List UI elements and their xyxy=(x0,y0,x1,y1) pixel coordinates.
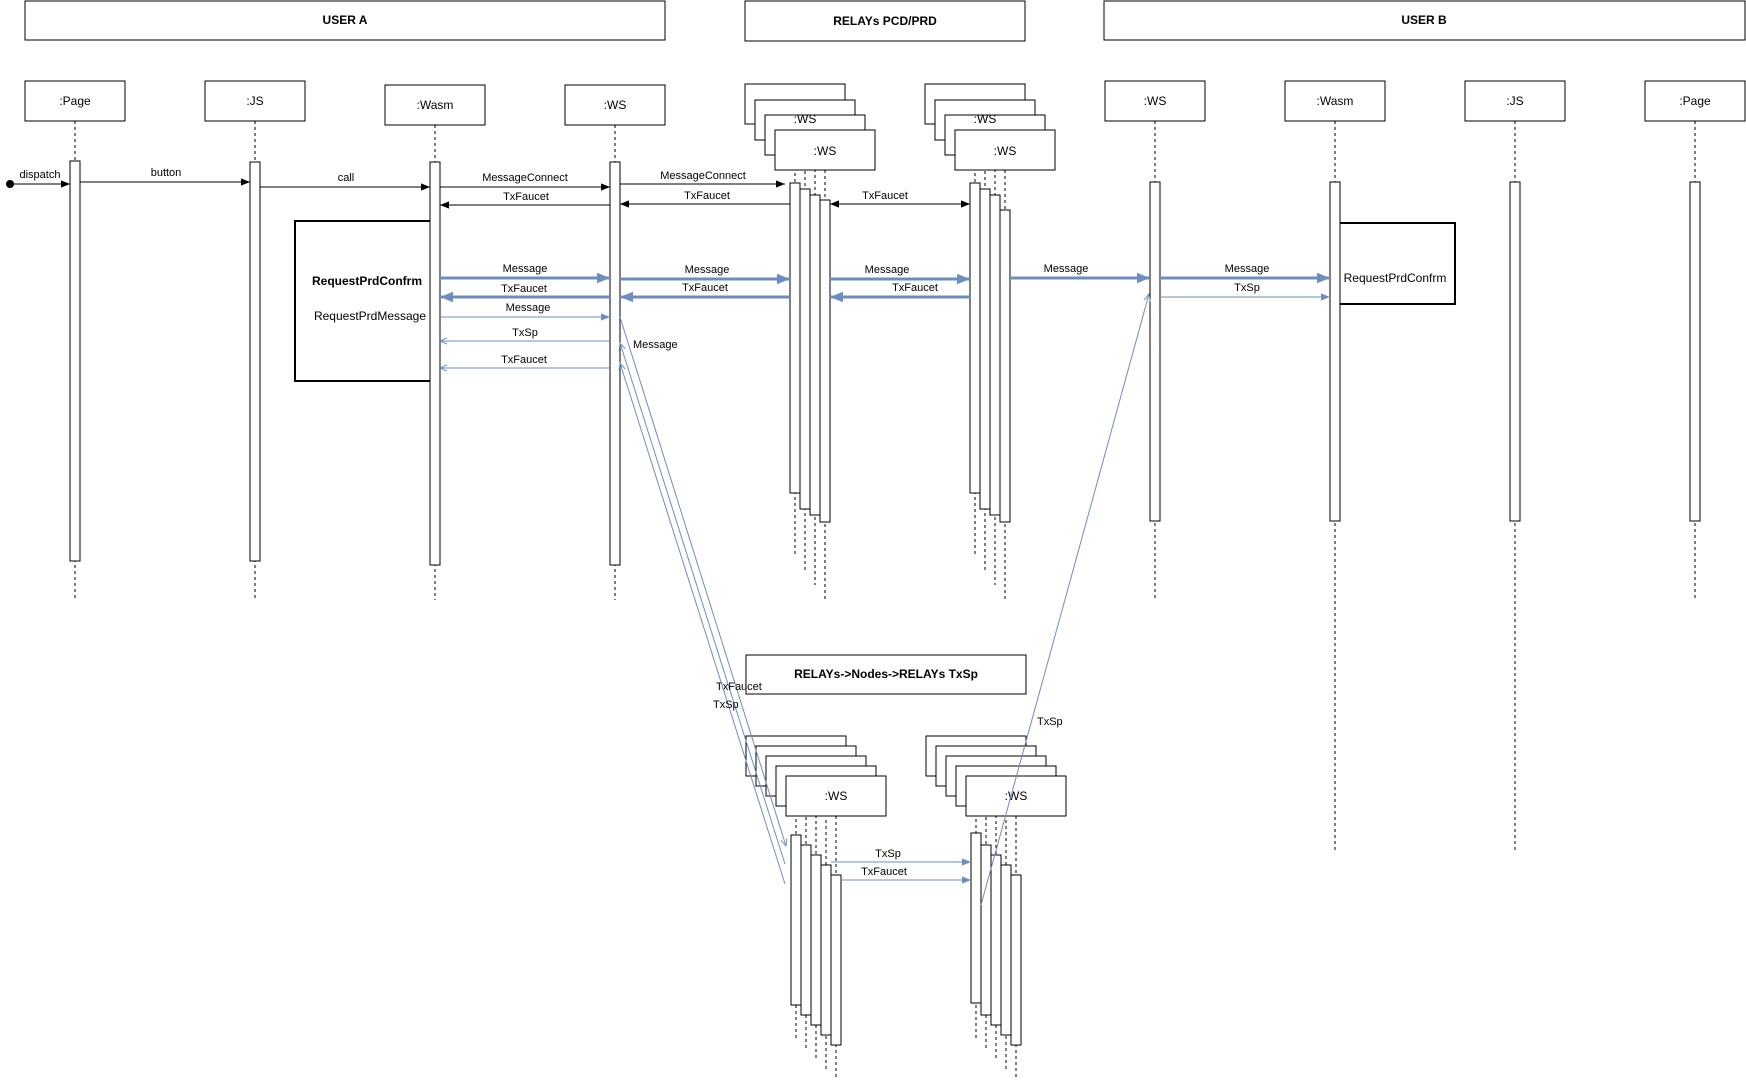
relay2-partial-label: :WS xyxy=(974,112,997,126)
msg-message-4-label: Message xyxy=(1044,263,1089,275)
msg-txfaucet-6: TxFaucet xyxy=(830,282,970,303)
msg-txfaucet-7: TxFaucet xyxy=(440,354,610,368)
msg-txfaucet-1-label: TxFaucet xyxy=(503,191,549,203)
msg-txfaucet-2-label: TxFaucet xyxy=(684,190,730,202)
msg-button: button xyxy=(80,167,250,186)
msg-message-diag: Message xyxy=(619,316,786,846)
participant-b-wasm: :Wasm xyxy=(1284,80,1386,122)
participant-a-js: :JS xyxy=(204,80,306,122)
msg-txsp-diag-label: TxSp xyxy=(713,699,739,711)
msg-message-6-label: Message xyxy=(506,302,551,314)
msg-message-5: Message xyxy=(1160,263,1330,284)
msg-txfaucet-3-label: TxFaucet xyxy=(862,190,908,202)
msg-txfaucet-4-label: TxFaucet xyxy=(501,283,547,295)
participant-a-wasm-label: :Wasm xyxy=(417,98,454,112)
msg-txfaucet-diag: TxFaucet xyxy=(620,343,786,865)
group-relays: RELAYs PCD/PRD xyxy=(744,0,1026,42)
msg-txsp-a-label: TxSp xyxy=(512,327,538,339)
msg-txsp-up-label: TxSp xyxy=(1037,716,1063,728)
msg-txfaucet-1: TxFaucet xyxy=(440,191,610,209)
msg-message-connect-2-label: MessageConnect xyxy=(660,170,746,182)
group-user-a-label: USER A xyxy=(323,13,368,27)
group-user-b-label: USER B xyxy=(1401,13,1447,27)
msg-txfaucet-4: TxFaucet xyxy=(440,283,610,303)
msg-message-connect-2: MessageConnect xyxy=(620,170,785,188)
participant-a-page: :Page xyxy=(24,80,126,122)
participant-a-wasm: :Wasm xyxy=(384,84,486,126)
msg-txfaucet-5-label: TxFaucet xyxy=(682,282,728,294)
msg-txsp-b-label: TxSp xyxy=(1234,282,1260,294)
msg-txfaucet-3: TxFaucet xyxy=(830,190,970,208)
msg-dispatch-label: dispatch xyxy=(20,169,61,181)
note-request-prd-message: RequestPrdMessage xyxy=(314,309,426,323)
participant-node2-label: :WS xyxy=(1005,789,1028,803)
participant-relay2-stack: :WS :WS xyxy=(924,83,1056,171)
group-nodes-label: RELAYs->Nodes->RELAYs TxSp xyxy=(794,667,978,681)
msg-message-3-label: Message xyxy=(865,264,910,276)
participant-node1-label: :WS xyxy=(825,789,848,803)
msg-message-3: Message xyxy=(830,264,970,285)
msg-message-2-label: Message xyxy=(685,264,730,276)
participant-node1-stack: :WS xyxy=(745,735,887,817)
participant-a-js-label: :JS xyxy=(246,94,263,108)
participant-b-ws: :WS xyxy=(1104,80,1206,122)
msg-txsp-up: TxSp xyxy=(980,294,1149,906)
msg-txsp-diag: TxSp xyxy=(620,363,786,885)
note-request-prd-confrm-a: RequestPrdConfrm xyxy=(312,274,422,288)
msg-message-connect-1-label: MessageConnect xyxy=(482,172,568,184)
group-user-b: USER B xyxy=(1103,0,1746,41)
participant-b-ws-label: :WS xyxy=(1144,94,1167,108)
group-user-a: USER A xyxy=(24,0,666,41)
msg-button-label: button xyxy=(151,167,182,179)
group-nodes: RELAYs->Nodes->RELAYs TxSp xyxy=(745,654,1027,695)
msg-message-diag-label: Message xyxy=(633,339,678,351)
msg-dispatch: dispatch xyxy=(6,169,70,188)
participant-a-ws: :WS xyxy=(564,84,666,126)
msg-txfaucet-6-label: TxFaucet xyxy=(892,282,938,294)
note-request-prd-b: RequestPrdConfrm xyxy=(1334,222,1456,305)
participant-b-page-label: :Page xyxy=(1679,94,1711,108)
msg-message-connect-1: MessageConnect xyxy=(440,172,610,191)
participant-a-ws-label: :WS xyxy=(604,98,627,112)
msg-txfaucet-diag-label: TxFaucet xyxy=(716,681,762,693)
participant-b-wasm-label: :Wasm xyxy=(1317,94,1354,108)
activation-bars xyxy=(69,160,1701,1046)
participant-b-js: :JS xyxy=(1464,80,1566,122)
relay1-partial-label: :WS xyxy=(794,112,817,126)
participant-relay1-stack: :WS :WS xyxy=(744,83,876,171)
msg-message-6: Message xyxy=(440,302,610,321)
participant-relay1-label: :WS xyxy=(814,144,837,158)
msg-txfaucet-5: TxFaucet xyxy=(620,282,790,303)
participant-b-page: :Page xyxy=(1644,80,1746,122)
msg-message-2: Message xyxy=(620,264,790,285)
msg-txsp-nodes: TxSp xyxy=(831,848,971,866)
participant-a-page-label: :Page xyxy=(59,94,91,108)
note-request-prd-confrm-b: RequestPrdConfrm xyxy=(1344,271,1447,285)
msg-txsp-b: TxSp xyxy=(1160,282,1330,301)
msg-message-1-label: Message xyxy=(503,263,548,275)
msg-message-4: Message xyxy=(1010,263,1150,284)
msg-message-5-label: Message xyxy=(1225,263,1270,275)
msg-txfaucet-2: TxFaucet xyxy=(620,190,790,208)
msg-txfaucet-nodes-label: TxFaucet xyxy=(861,866,907,878)
msg-call: call xyxy=(260,172,430,191)
msg-call-label: call xyxy=(338,172,355,184)
group-relays-label: RELAYs PCD/PRD xyxy=(833,14,937,28)
msg-txfaucet-7-label: TxFaucet xyxy=(501,354,547,366)
msg-txsp-nodes-label: TxSp xyxy=(875,848,901,860)
msg-message-1: Message xyxy=(440,263,610,284)
participant-node2-stack: :WS xyxy=(925,735,1067,817)
msg-txfaucet-nodes: TxFaucet xyxy=(841,866,971,884)
participant-relay2-label: :WS xyxy=(994,144,1017,158)
participant-b-js-label: :JS xyxy=(1506,94,1523,108)
note-request-prd-a: RequestPrdConfrm RequestPrdMessage xyxy=(294,220,436,382)
msg-txsp-a: TxSp xyxy=(440,327,610,341)
